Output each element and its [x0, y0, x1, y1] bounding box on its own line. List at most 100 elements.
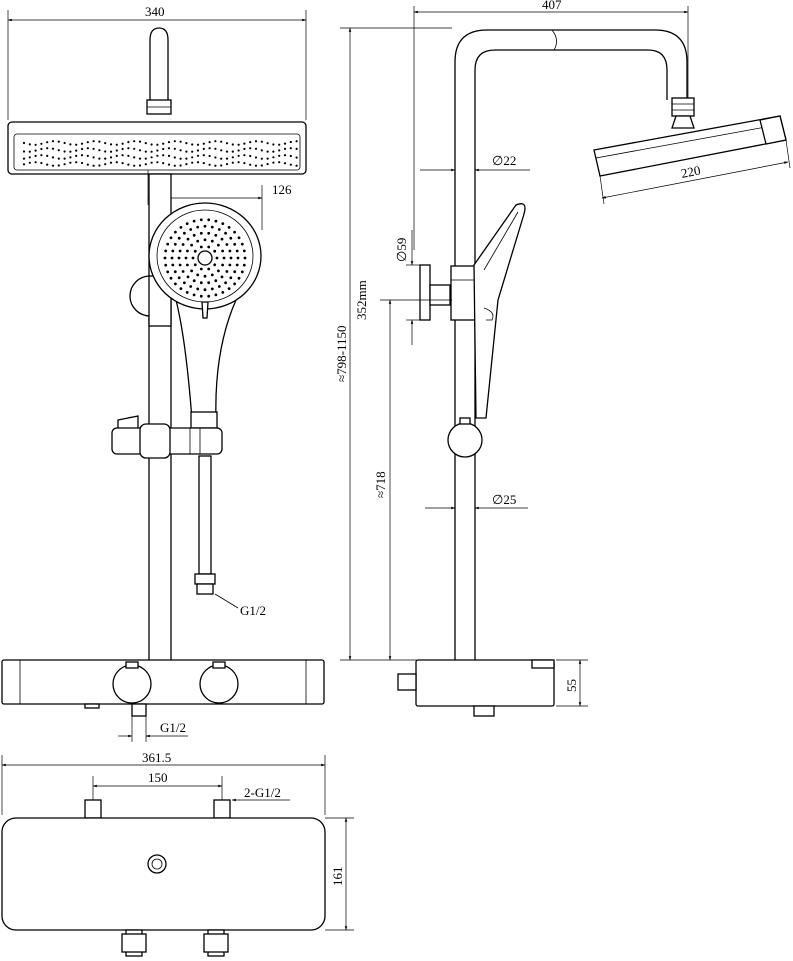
nozzle-dot	[202, 142, 205, 145]
nozzle-dot	[63, 150, 66, 153]
nozzle-dot	[196, 154, 200, 157]
nozzle-dot	[162, 142, 165, 145]
side-view: 407 220 ∅22	[334, 0, 791, 717]
nozzle-dot	[75, 154, 78, 157]
nozzle-dot	[196, 143, 200, 146]
hand-nozzle-dot	[207, 218, 211, 222]
hand-nozzle-dot	[169, 276, 173, 280]
nozzle-dot	[127, 154, 130, 157]
hand-nozzle-dot	[228, 263, 232, 267]
dim-161: 161	[325, 817, 354, 931]
dim-55: 55	[556, 659, 588, 707]
dim-label-pipe-upper: ∅22	[492, 153, 516, 168]
hand-nozzle-dot	[190, 269, 194, 273]
nozzle-dot	[266, 142, 269, 145]
nozzle-dot	[57, 157, 60, 160]
hand-nozzle-dot	[217, 269, 220, 273]
nozzle-dot	[109, 161, 113, 164]
nozzle-dot	[225, 163, 229, 166]
hand-nozzle-dot	[164, 263, 168, 267]
nozzle-dot	[225, 142, 229, 145]
nozzle-dot	[98, 157, 101, 160]
hand-nozzle-dot	[192, 233, 196, 237]
nozzle-dot	[289, 147, 292, 150]
dim-label-361-5: 361.5	[142, 750, 171, 765]
nozzle-dot	[86, 154, 89, 157]
nozzle-dot	[22, 141, 26, 145]
hand-nozzle-dot	[189, 228, 193, 231]
nozzle-dot	[69, 143, 72, 146]
hand-nozzle-dot	[235, 263, 239, 267]
nozzle-dot	[144, 142, 147, 145]
dim-220: 220	[599, 139, 791, 205]
nozzle-dot	[289, 140, 292, 144]
hand-nozzle-dot	[225, 243, 229, 246]
nozzle-dot	[283, 162, 287, 165]
nozzle-dot	[243, 154, 246, 157]
nozzle-dot	[57, 140, 60, 143]
hand-nozzle-dot	[229, 276, 233, 280]
nozzle-dot	[115, 161, 118, 164]
nozzle-dot	[283, 147, 287, 150]
hand-nozzle-dot	[184, 256, 188, 260]
nozzle-dot	[127, 163, 130, 166]
thermostat-body-front	[1, 659, 325, 717]
hand-nozzle-dot	[213, 249, 217, 253]
nozzle-dot	[162, 162, 165, 165]
hand-nozzle-dot	[173, 242, 177, 246]
overhead-shower-front	[7, 121, 307, 175]
nozzle-dot	[57, 164, 60, 167]
dim-label-lower-height: ≈718	[373, 471, 388, 498]
nozzle-dot	[150, 156, 153, 159]
nozzle-dot	[69, 156, 72, 159]
nozzle-dot	[22, 157, 26, 160]
nozzle-dot	[173, 140, 176, 143]
nozzle-dot	[220, 157, 223, 160]
hand-nozzle-dot	[240, 270, 244, 274]
nozzle-dot	[162, 147, 165, 151]
nozzle-dot	[46, 141, 49, 144]
hand-nozzle-dot	[192, 279, 196, 283]
hand-nozzle-dot	[163, 256, 167, 260]
hand-nozzle-dot	[221, 263, 225, 267]
nozzle-dot	[150, 150, 153, 153]
hand-nozzle-dot	[171, 249, 175, 253]
hand-nozzle-dot	[243, 256, 247, 260]
nozzle-dot	[173, 164, 176, 167]
hand-nozzle-dot	[207, 281, 211, 285]
wall-bracket-side	[419, 264, 451, 321]
nozzle-dot	[92, 156, 95, 159]
nozzle-dot	[75, 161, 78, 164]
overhead-nozzle-rows	[22, 140, 298, 167]
nozzle-dot	[115, 143, 118, 146]
hand-nozzle-dot	[183, 231, 186, 235]
hand-nozzle-dot	[181, 270, 185, 273]
nozzle-dot	[249, 147, 252, 150]
hand-nozzle-dot	[192, 293, 196, 297]
nozzle-dot	[98, 140, 101, 143]
hand-nozzle-dot	[242, 249, 246, 253]
hand-nozzle-dot	[242, 263, 246, 267]
hand-nozzle-dot	[210, 225, 214, 229]
shower-arm	[454, 29, 688, 270]
nozzle-dot	[249, 154, 252, 158]
dim-59: ∅59	[394, 230, 420, 345]
hand-nozzle-dot	[193, 249, 197, 253]
hand-nozzle-dot	[186, 263, 189, 267]
nozzle-dot	[133, 164, 136, 167]
hand-nozzle-dot	[217, 243, 220, 247]
nozzle-dot	[278, 149, 281, 152]
nozzle-dot	[173, 147, 176, 150]
side-knob	[447, 422, 483, 458]
hand-nozzle-dot	[177, 236, 181, 240]
hand-nozzle-dot	[217, 285, 221, 288]
dim-407: 407	[413, 0, 689, 250]
dim-front-inlet-thread: G1/2	[118, 716, 188, 742]
dim-label-upper-height: 352mm	[354, 280, 369, 320]
shower-hose: G1/2	[194, 455, 266, 618]
nozzle-dot	[225, 157, 229, 160]
nozzle-dot	[109, 143, 113, 146]
hand-shower-side	[473, 203, 526, 419]
hand-nozzle-dot	[203, 288, 207, 292]
hand-nozzle-dot	[207, 294, 211, 298]
